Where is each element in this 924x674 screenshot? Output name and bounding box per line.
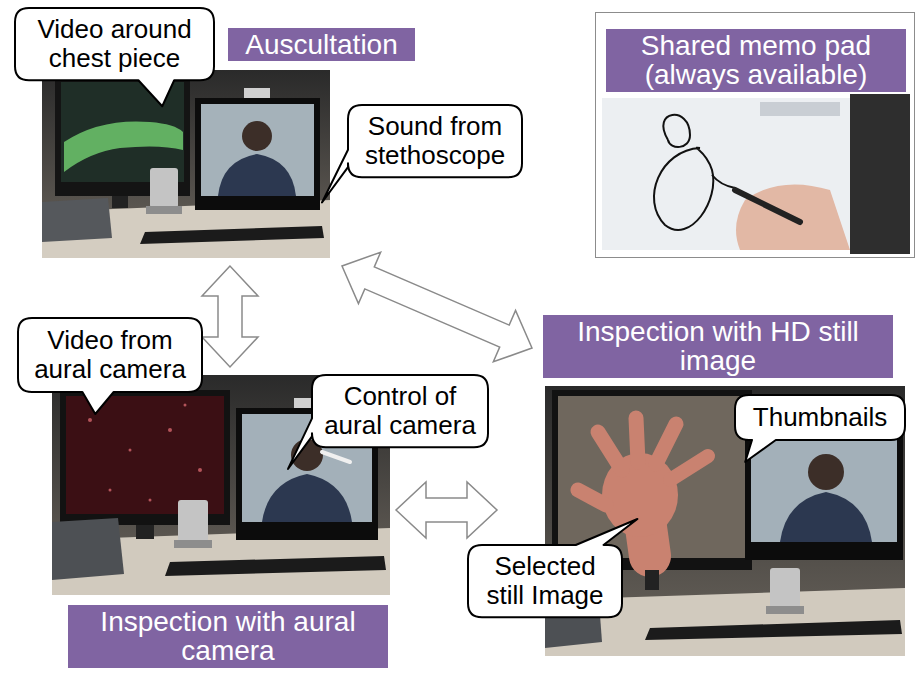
callout-text: Video from aural camera: [28, 326, 192, 384]
memo-pad-photo: [736, 184, 850, 250]
memo-pad-photo: [735, 190, 800, 222]
callout-outline: [322, 105, 522, 202]
aural-camera-photo: [109, 489, 112, 492]
scene-photo: Inspection with aural camera: [52, 375, 390, 595]
hd-still-photo: [636, 418, 638, 462]
callout-outline: [18, 318, 202, 414]
callout-outline: [288, 375, 488, 469]
auscultation-photo: [42, 70, 330, 258]
scene-label: Inspection with aural camera: [68, 605, 388, 668]
aural-camera-photo: [174, 540, 212, 548]
auscultation-photo: [244, 88, 270, 98]
aural-camera-photo: [168, 428, 172, 432]
aural-camera-photo: [66, 396, 224, 514]
auscultation-photo: [42, 70, 330, 258]
aural-camera-photo: [178, 500, 208, 542]
hd-still-photo: [578, 490, 606, 505]
aural-camera-photo: [165, 556, 386, 576]
aural-camera-photo: [129, 449, 132, 452]
auscultation-photo: [140, 226, 324, 244]
auscultation-photo: [195, 98, 320, 210]
callout-text: Video around chest piece: [27, 15, 202, 73]
aural-camera-photo: [184, 404, 187, 407]
memo-pad-photo: [712, 175, 735, 188]
aural-camera-photo: [322, 452, 350, 462]
hd-still-photo: [656, 424, 676, 464]
speech-callout: Video around chest piece: [15, 8, 214, 80]
callout-text: Selected still Image: [478, 552, 612, 610]
scene-label: Auscultation: [228, 28, 415, 61]
hd-still-photo: [558, 396, 746, 558]
speech-callout: Selected still Image: [468, 545, 622, 617]
callout-text: Thumbnails: [753, 403, 887, 432]
hd-still-photo: [780, 492, 872, 542]
memo-pad-photo: [654, 148, 713, 230]
auscultation-photo: [112, 196, 128, 208]
memo-pad-photo: [602, 94, 910, 254]
double-arrow: [396, 482, 497, 538]
aural-camera-photo: [198, 468, 202, 472]
hd-still-photo: [645, 570, 659, 590]
auscultation-photo: [218, 154, 296, 196]
memo-panel: Shared memo pad (always available): [595, 12, 915, 258]
aural-camera-photo: [262, 474, 352, 522]
auscultation-photo: [146, 206, 182, 214]
memo-pad-photo: [850, 94, 910, 254]
memo-pad-photo: [663, 115, 690, 147]
callout-text: Control of aural camera: [320, 382, 480, 440]
hd-still-photo: [770, 568, 800, 608]
aural-camera-photo: [136, 525, 154, 539]
speech-callout: Control of aural camera: [312, 375, 488, 447]
double-arrow: [342, 252, 532, 362]
speech-callout: Thumbnails: [735, 395, 905, 440]
scene-photo: Auscultation: [42, 70, 330, 258]
memo-pad-photo: [760, 102, 840, 116]
callout-outline: [15, 8, 214, 106]
speech-callout: Sound from stethoscope: [348, 105, 522, 177]
callout-text: Sound from stethoscope: [358, 112, 512, 170]
aural-camera-photo: [52, 518, 124, 580]
hd-still-photo: [808, 454, 844, 490]
memo-pad-photo: [602, 98, 850, 250]
auscultation-photo: [64, 121, 183, 172]
hd-still-photo: [598, 432, 622, 470]
auscultation-photo: [42, 198, 112, 242]
auscultation-photo: [201, 104, 314, 196]
scene-label: Inspection with HD still image: [543, 315, 893, 378]
aural-camera-photo: [149, 499, 152, 502]
speech-callout: Video from aural camera: [18, 318, 202, 392]
callout-outline: [468, 519, 637, 617]
scene-label: Shared memo pad (always available): [606, 29, 906, 92]
hd-still-photo: [645, 620, 902, 640]
auscultation-photo: [242, 121, 272, 151]
hd-still-photo: [670, 456, 708, 480]
double-arrow: [202, 266, 258, 367]
callout-outline: [735, 395, 905, 462]
auscultation-photo: [150, 168, 178, 208]
aural-camera-photo: [88, 418, 92, 422]
hd-still-photo: [766, 606, 804, 614]
